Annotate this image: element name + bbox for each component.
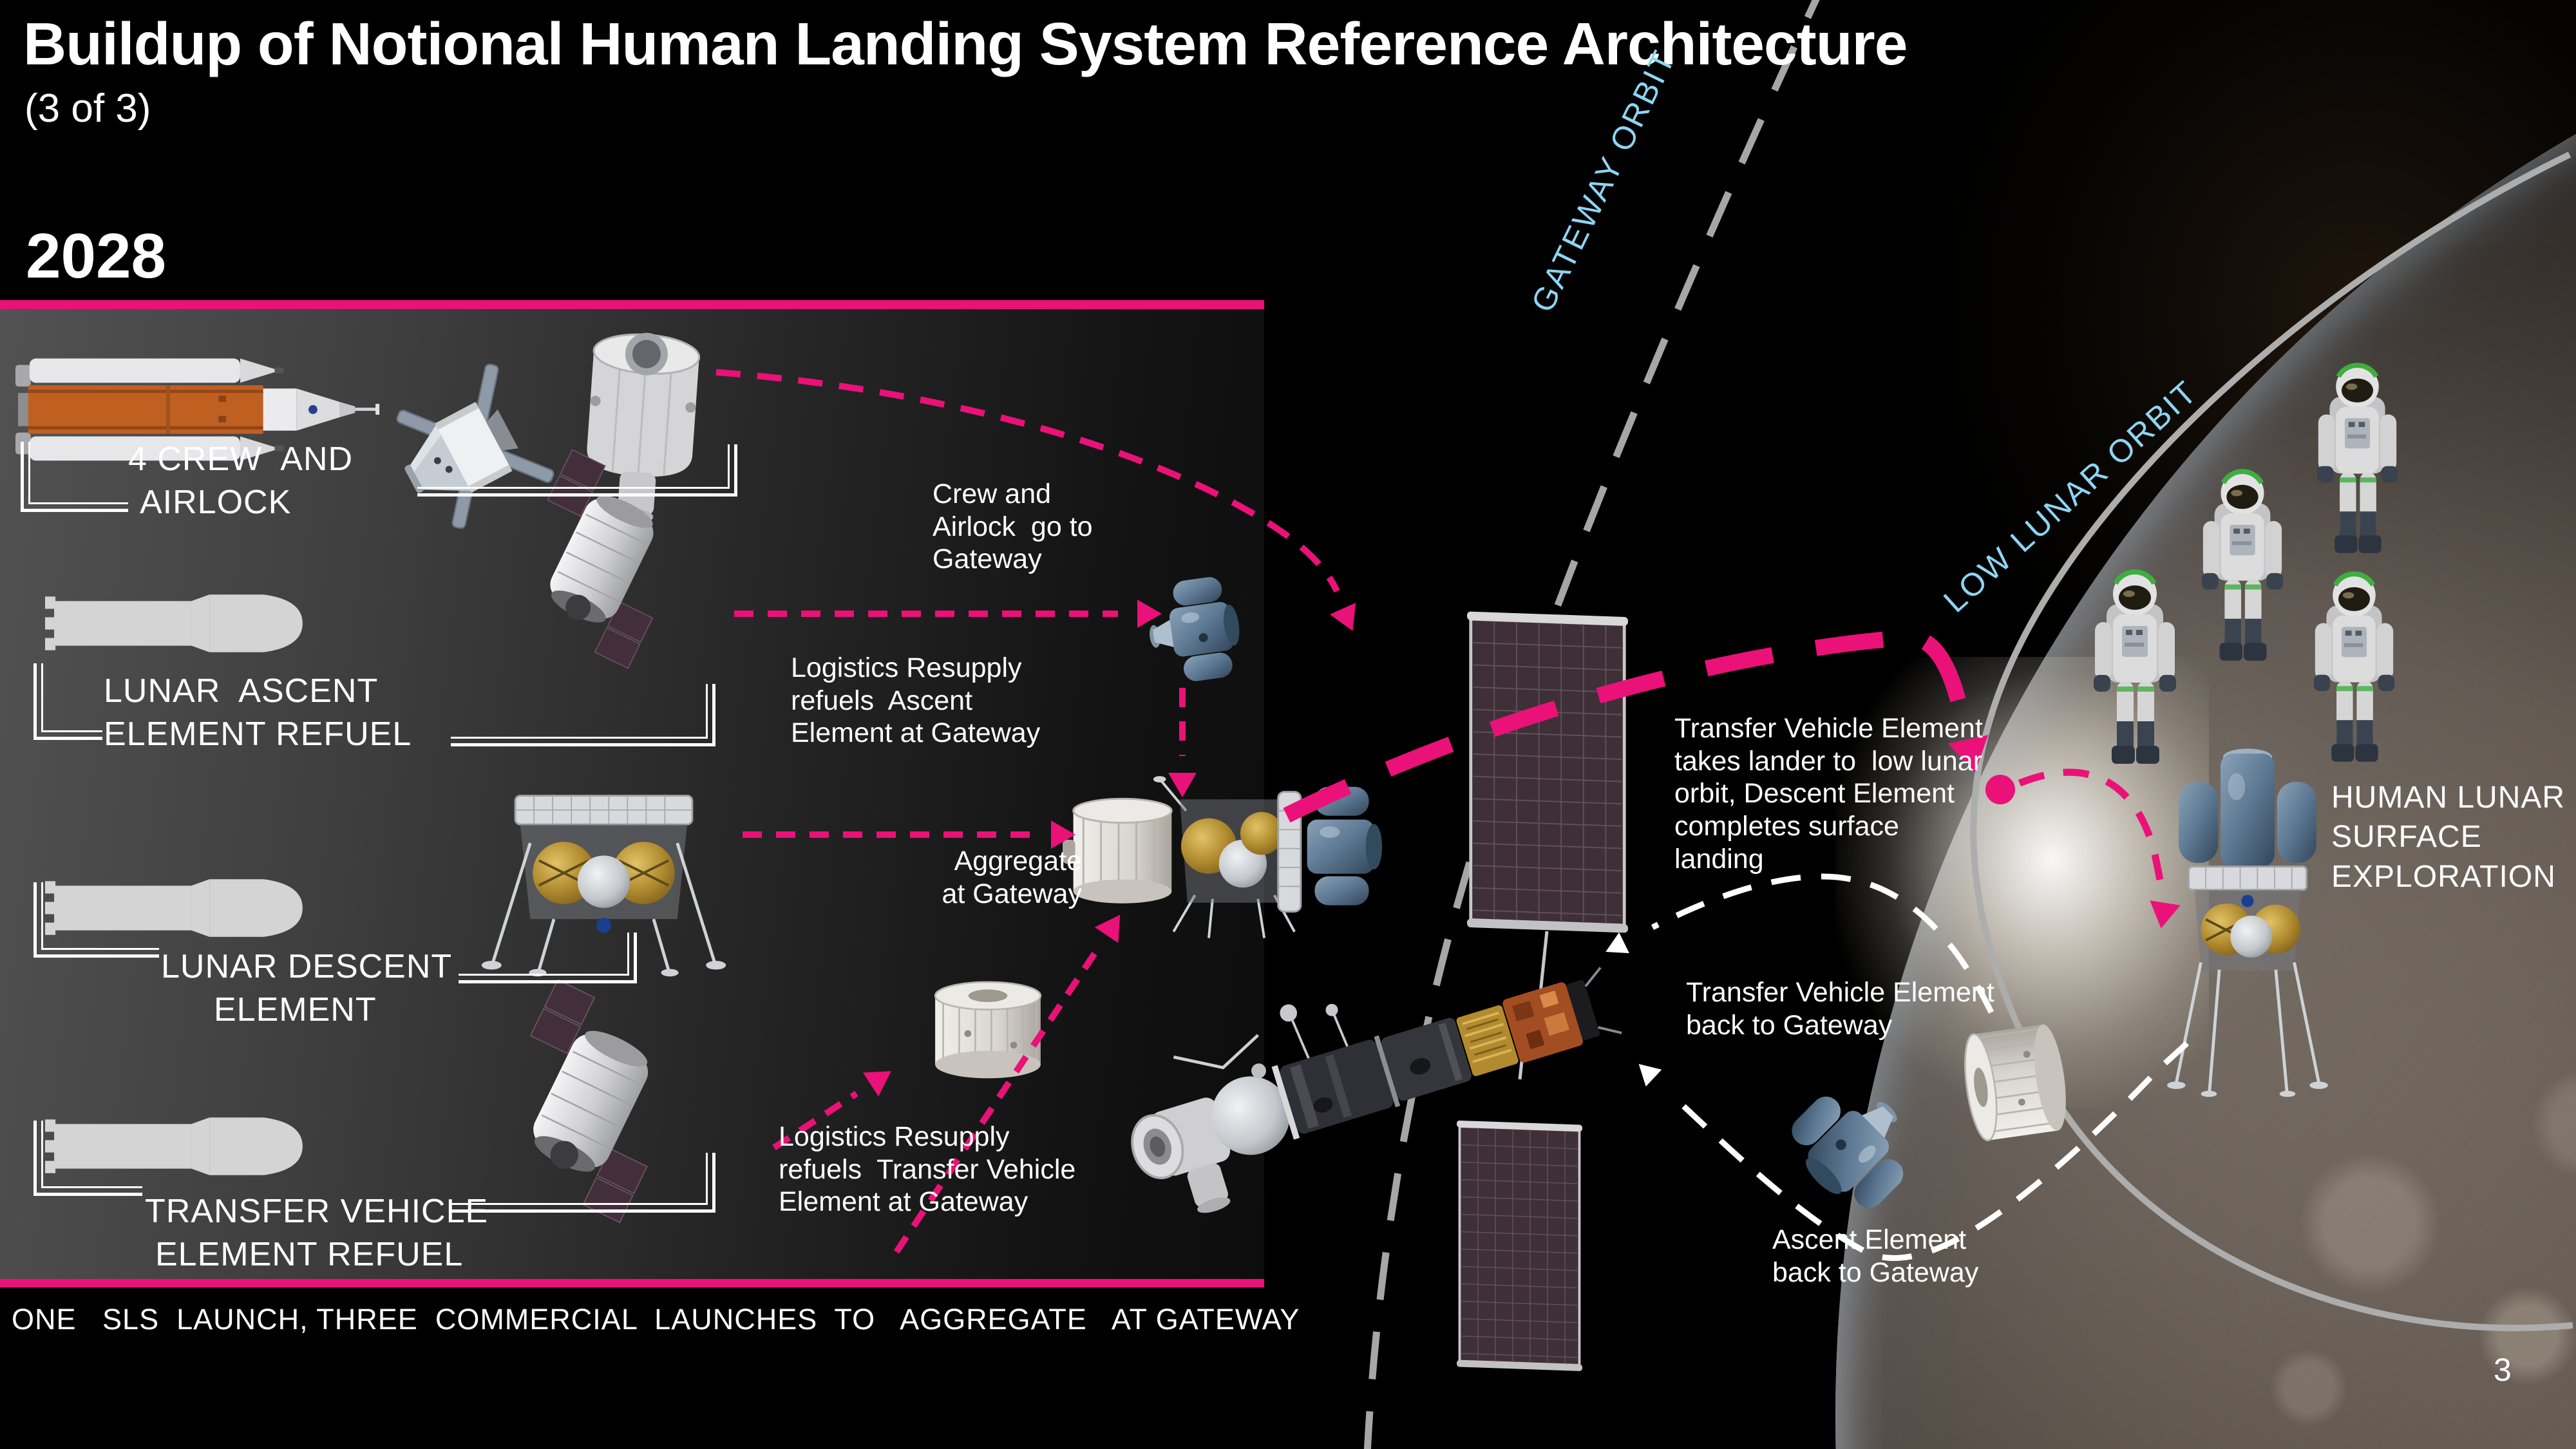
- panel-bottom-rule: [0, 1279, 1264, 1287]
- label-transfer-vehicle-line2: ELEMENT REFUEL: [155, 1235, 464, 1273]
- year-label: 2028: [26, 220, 167, 291]
- llo-insertion-dot: [1985, 775, 2015, 804]
- arrow-logistics2-to-tve: [772, 1090, 858, 1151]
- arrowhead-tve-back: [1605, 932, 1629, 954]
- bracket-orion-group: [417, 444, 737, 497]
- arrow-crew-to-gateway: [715, 369, 1340, 593]
- arrow-descent-to-surface: [2018, 768, 2164, 881]
- label-lunar-ascent: LUNAR ASCENT ELEMENT REFUEL: [104, 670, 412, 755]
- arrowhead-surface: [2150, 900, 2181, 929]
- bracket-ascent-refuel: [33, 663, 102, 740]
- path-ascent-back: [1674, 1041, 2190, 1261]
- label-lunar-descent: LUNAR DESCENT ELEMENT: [161, 945, 452, 1031]
- low-lunar-orbit-line: [1970, 151, 2573, 1332]
- label-lunar-descent-line1: LUNAR DESCENT: [161, 948, 453, 985]
- panel-top-rule: [0, 300, 1264, 309]
- annotation-logistics-ascent: Logistics Resupply refuels Ascent Elemen…: [791, 652, 1041, 749]
- annotation-tve-back: Transfer Vehicle Element back to Gateway: [1686, 977, 1994, 1041]
- bracket-lander: [459, 933, 637, 983]
- page-subtitle: (3 of 3): [24, 86, 151, 131]
- label-crew-airlock: 4 CREW AND AIRLOCK: [128, 438, 353, 524]
- label-lunar-descent-line2: ELEMENT: [214, 990, 377, 1028]
- arrowhead-crew: [1329, 603, 1356, 631]
- arrow-stack-to-llo: [1283, 629, 1971, 823]
- footer-caption: ONE SLS LAUNCH, THREE COMMERCIAL LAUNCHE…: [12, 1303, 1300, 1336]
- bracket-logistics-2: [451, 1153, 715, 1213]
- label-crew-airlock-line1: 4 CREW AND: [128, 440, 354, 478]
- arrowhead-ascent-back: [1638, 1064, 1662, 1087]
- annotation-logistics-tve: Logistics Resupply refuels Transfer Vehi…: [779, 1121, 1076, 1218]
- bracket-descent-element: [33, 882, 159, 958]
- arrowhead-lander: [1051, 820, 1075, 849]
- page-number: 3: [2494, 1352, 2512, 1388]
- bracket-tve-refuel: [33, 1121, 142, 1196]
- annotation-aggregate: Aggregate at Gateway: [942, 846, 1083, 909]
- annotation-ascent-back: Ascent Element back to Gateway: [1772, 1224, 1979, 1288]
- annotation-tve-lander: Transfer Vehicle Element takes lander to…: [1674, 713, 1983, 875]
- arrowhead-logistics2: [863, 1071, 891, 1097]
- arrowhead-ascent: [1168, 773, 1197, 797]
- arrowhead-stack-llo: [1947, 735, 1989, 772]
- bracket-crew-airlock: [21, 442, 128, 512]
- annotation-crew-airlock: Crew and Airlock go to Gateway: [933, 478, 1093, 575]
- bracket-logistics-1: [451, 684, 715, 746]
- page-title: Buildup of Notional Human Landing System…: [23, 10, 1908, 77]
- path-tve-back: [1651, 873, 1994, 1014]
- arrowhead-logistics1: [1137, 600, 1162, 628]
- label-lunar-ascent-line2: ELEMENT REFUEL: [104, 715, 412, 753]
- label-crew-airlock-line2: AIRLOCK: [140, 483, 292, 521]
- arrowhead-tve: [1094, 914, 1121, 943]
- label-lunar-ascent-line1: LUNAR ASCENT: [104, 672, 379, 710]
- label-transfer-vehicle-line1: TRANSFER VEHICLE: [145, 1193, 489, 1230]
- annotation-human-lunar: HUMAN LUNAR SURFACE EXPLORATION: [2331, 781, 2566, 894]
- label-transfer-vehicle: TRANSFER VEHICLE ELEMENT REFUEL: [145, 1190, 488, 1276]
